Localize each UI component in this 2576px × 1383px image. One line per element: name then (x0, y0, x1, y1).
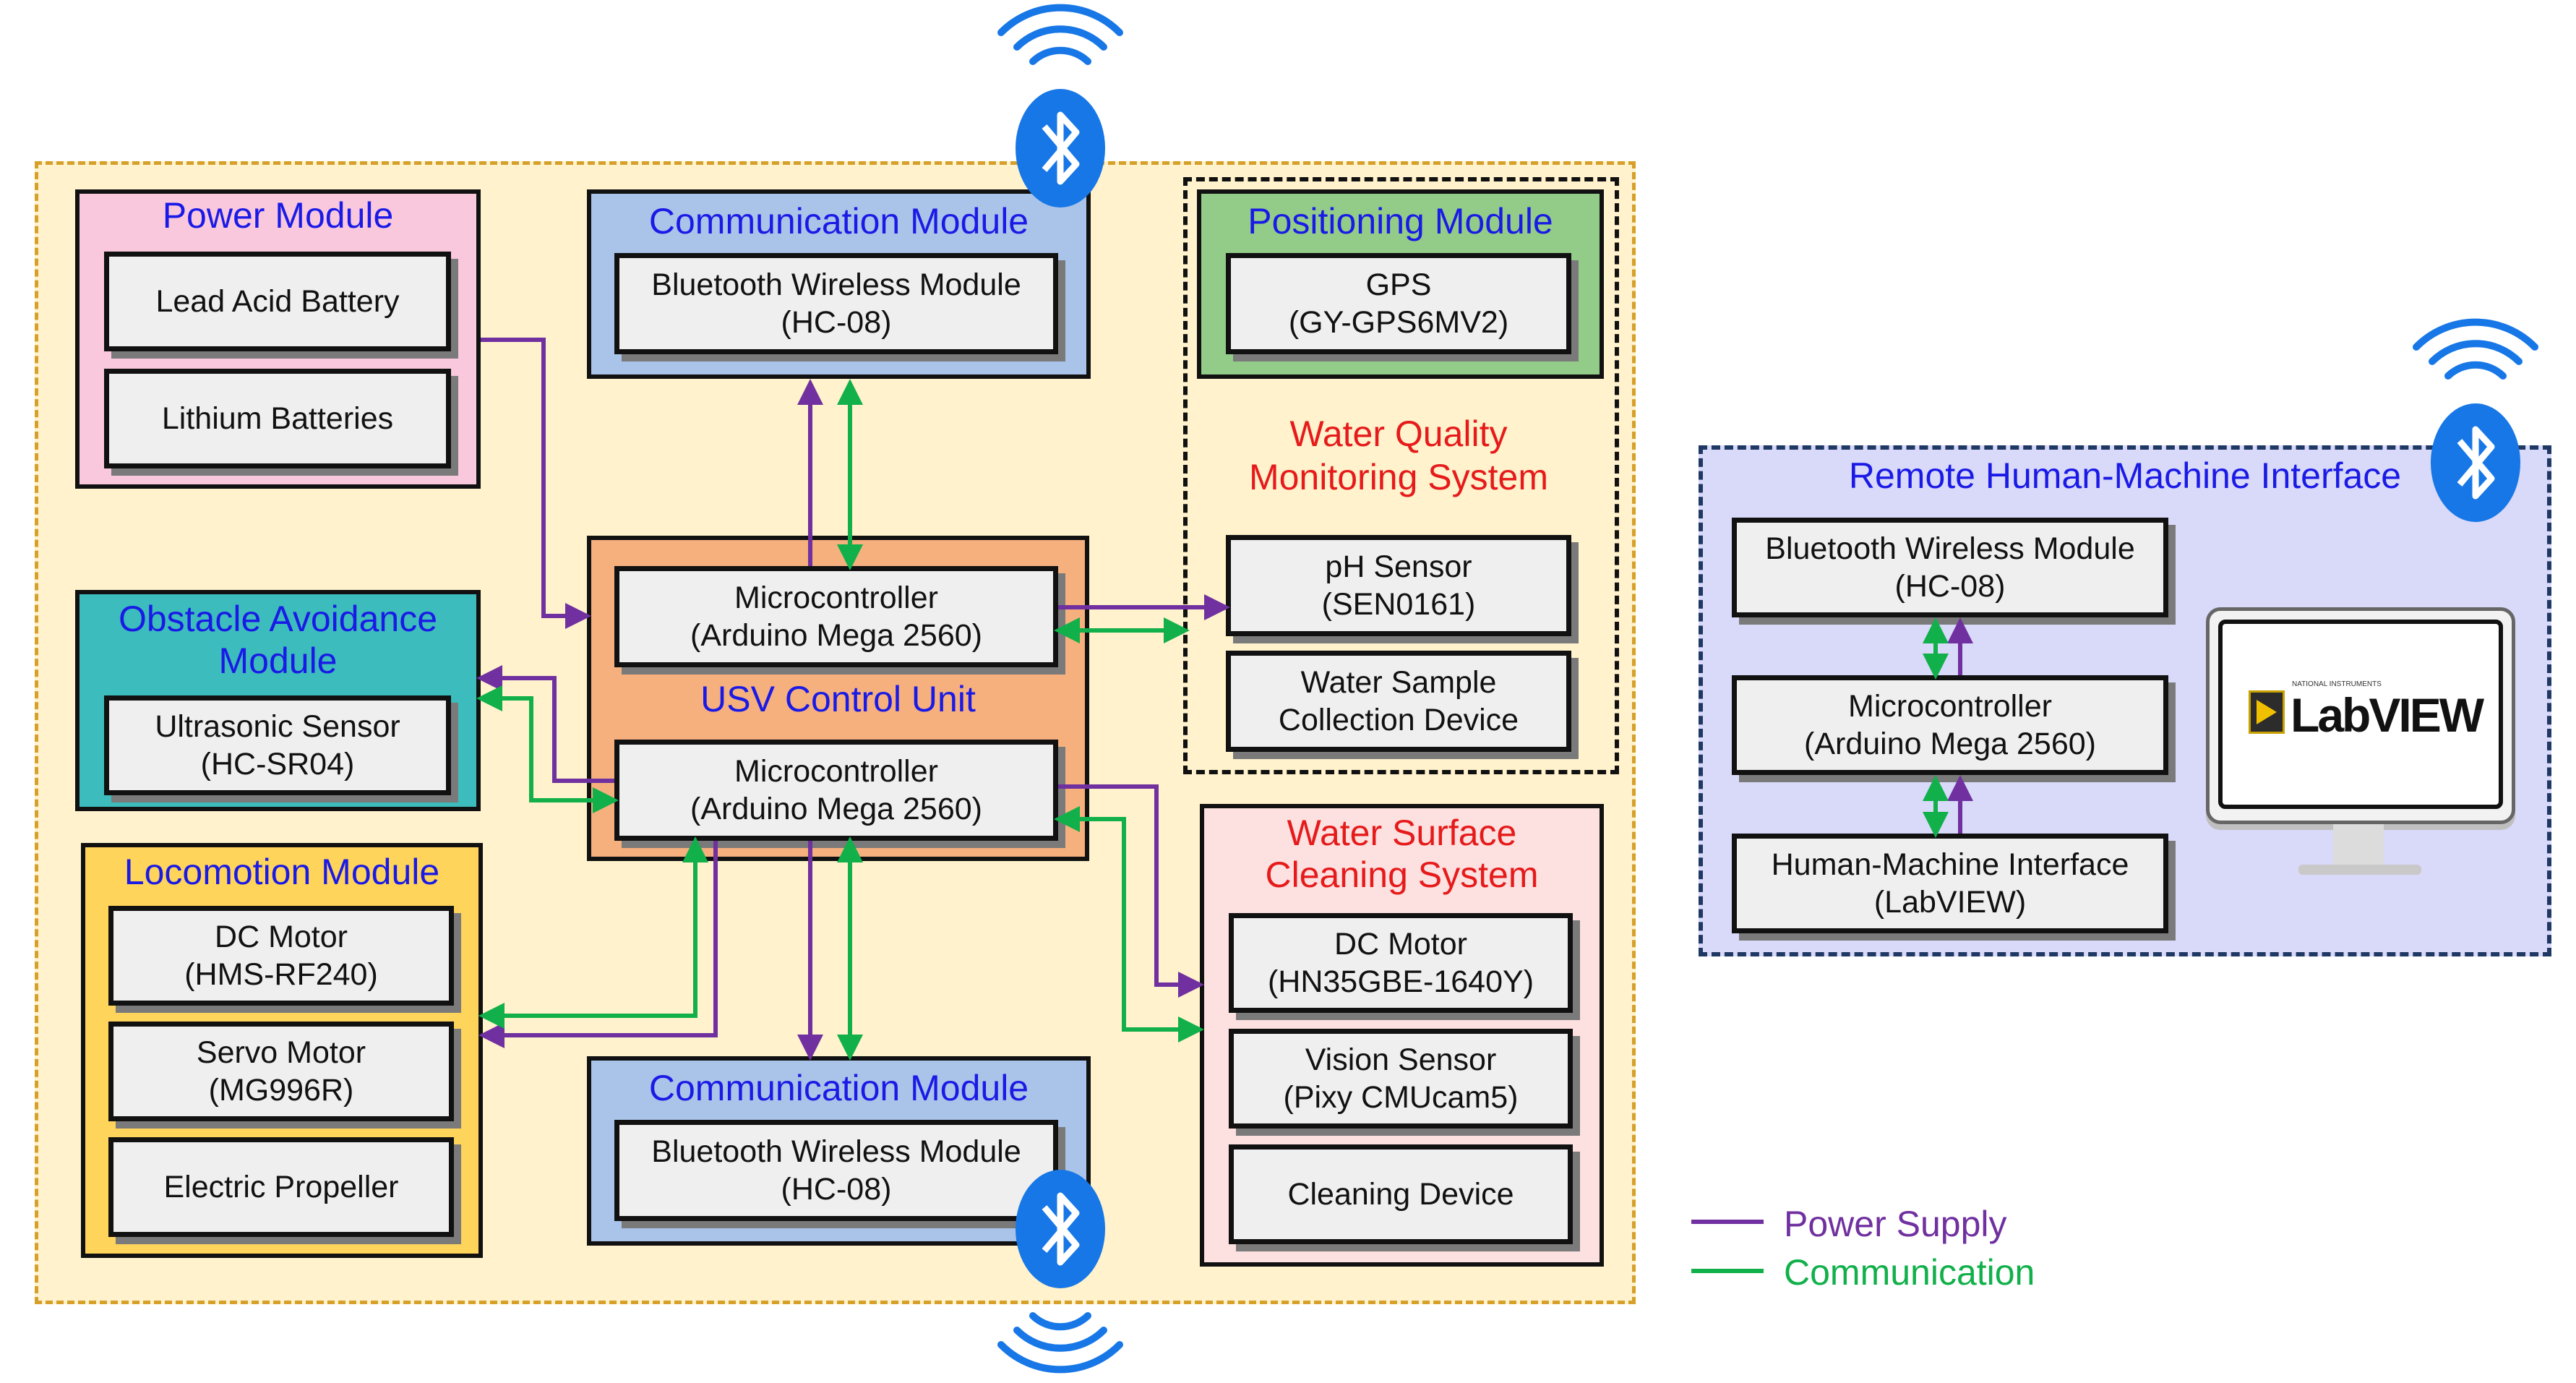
remote-hmi-line2: (LabVIEW) (1873, 885, 2027, 920)
bluetooth-icon-remote (2413, 318, 2538, 522)
vision-sensor-line1: Vision Sensor (1305, 1042, 1497, 1077)
vision-sensor-box: Vision Sensor (Pixy CMUcam5) (1229, 1029, 1573, 1129)
positioning-water-quality-region (1183, 177, 1619, 774)
dc-motor-loco-line1: DC Motor (215, 920, 348, 954)
gps-line1: GPS (1365, 267, 1432, 302)
comm-top-title: Communication Module (648, 201, 1029, 241)
lithium-batteries-box: Lithium Batteries (104, 369, 451, 468)
positioning-title: Positioning Module (1248, 201, 1553, 241)
microcontroller-lower-box: Microcontroller (Arduino Mega 2560) (614, 740, 1058, 841)
bluetooth-module-bottom-line1: Bluetooth Wireless Module (651, 1134, 1021, 1169)
bluetooth-icon-top (997, 4, 1123, 207)
dc-motor-clean-line2: (HN35GBE-1640Y) (1267, 964, 1534, 999)
labview-arrow-icon (2257, 700, 2277, 724)
electric-propeller-label: Electric Propeller (163, 1170, 399, 1204)
labview-logo (2249, 690, 2285, 734)
dc-motor-loco-line2: (HMS-RF240) (184, 957, 378, 992)
monitor-base (2298, 865, 2421, 875)
water-sample-line2: Collection Device (1278, 703, 1519, 737)
remote-bluetooth-box: Bluetooth Wireless Module (HC-08) (1732, 518, 2168, 617)
power-line-mcu-to-ultrasonic (476, 665, 614, 783)
power-supply-lines (476, 338, 1973, 1224)
microcontroller-upper-line2: (Arduino Mega 2560) (690, 618, 982, 653)
bluetooth-module-bottom-box: Bluetooth Wireless Module (HC-08) (614, 1120, 1058, 1221)
remote-bluetooth-line1: Bluetooth Wireless Module (1765, 531, 2135, 566)
lead-acid-battery-label: Lead Acid Battery (155, 284, 400, 319)
remote-microcontroller-box: Microcontroller (Arduino Mega 2560) (1732, 675, 2168, 775)
ph-sensor-line1: pH Sensor (1325, 549, 1472, 584)
gps-box: GPS (GY-GPS6MV2) (1226, 253, 1571, 354)
microcontroller-upper-line1: Microcontroller (734, 581, 938, 615)
bluetooth-module-top-line1: Bluetooth Wireless Module (651, 267, 1021, 302)
bluetooth-icon-bottom (997, 1170, 1123, 1374)
comm-line-mcu-ultrasonic (476, 685, 619, 813)
wifi-signal-icon (997, 4, 1123, 65)
comm-bottom-title: Communication Module (648, 1068, 1029, 1108)
ultrasonic-sensor-box: Ultrasonic Sensor (HC-SR04) (104, 695, 451, 795)
wifi-signal-icon (997, 1312, 1123, 1374)
water-quality-title-line2: Monitoring System (1248, 457, 1549, 497)
power-line-mcu-to-dc-clean (1058, 784, 1204, 998)
lead-acid-battery-box: Lead Acid Battery (104, 252, 451, 351)
water-sample-box: Water Sample Collection Device (1226, 651, 1571, 752)
electric-propeller-box: Electric Propeller (108, 1137, 454, 1237)
bluetooth-module-bottom-line2: (HC-08) (781, 1172, 892, 1207)
microcontroller-lower-line2: (Arduino Mega 2560) (690, 792, 982, 826)
cleaning-title-line2: Cleaning System (1265, 855, 1539, 895)
remote-hmi-box: Human-Machine Interface (LabVIEW) (1732, 834, 2168, 933)
remote-microcontroller-line1: Microcontroller (1848, 689, 2052, 724)
remote-hmi-title: Remote Human-Machine Interface (1848, 455, 2402, 496)
servo-motor-box: Servo Motor (MG996R) (108, 1022, 454, 1121)
cleaning-title-line1: Water Surface (1287, 813, 1517, 853)
water-quality-title-line1: Water Quality (1289, 414, 1508, 454)
cleaning-device-label: Cleaning Device (1287, 1177, 1514, 1212)
cleaning-device-box: Cleaning Device (1229, 1144, 1573, 1244)
ph-sensor-box: pH Sensor (SEN0161) (1226, 535, 1571, 636)
dc-motor-loco-box: DC Motor (HMS-RF240) (108, 906, 454, 1006)
dc-motor-clean-line1: DC Motor (1334, 927, 1467, 962)
bluetooth-module-top-box: Bluetooth Wireless Module (HC-08) (614, 253, 1058, 354)
water-sample-line1: Water Sample (1300, 665, 1497, 700)
ultrasonic-sensor-line2: (HC-SR04) (200, 747, 355, 782)
microcontroller-lower-line1: Microcontroller (734, 754, 938, 789)
ph-sensor-line2: (SEN0161) (1321, 587, 1476, 622)
remote-hmi-line1: Human-Machine Interface (1771, 847, 2129, 882)
vision-sensor-line2: (Pixy CMUcam5) (1283, 1080, 1519, 1115)
monitor-icon: NATIONAL INSTRUMENTS LabVIEW (2206, 607, 2515, 824)
communication-lines (476, 379, 1949, 1273)
gps-line2: (GY-GPS6MV2) (1288, 305, 1509, 340)
usv-control-title: USV Control Unit (700, 679, 976, 719)
comm-line-mcu-dc-loco (478, 836, 708, 1029)
obstacle-title-line1: Obstacle Avoidance (118, 599, 438, 639)
legend-power-label: Power Supply (1784, 1204, 2007, 1244)
ultrasonic-sensor-line1: Ultrasonic Sensor (155, 709, 400, 744)
power-module-title: Power Module (162, 195, 394, 236)
remote-bluetooth-line2: (HC-08) (1894, 569, 2006, 604)
dc-motor-clean-box: DC Motor (HN35GBE-1640Y) (1229, 913, 1573, 1013)
servo-motor-line2: (MG996R) (208, 1073, 354, 1108)
microcontroller-upper-box: Microcontroller (Arduino Mega 2560) (614, 566, 1058, 667)
legend-comm-label: Communication (1784, 1252, 2035, 1293)
power-line-battery-to-mcu (481, 338, 591, 629)
labview-logo-text: LabVIEW (2291, 688, 2484, 742)
monitor-neck (2333, 824, 2384, 868)
water-quality-title: Water Quality Monitoring System (1193, 412, 1605, 499)
obstacle-title-line2: Module (218, 641, 338, 681)
wifi-signal-icon (2413, 318, 2538, 380)
lithium-batteries-label: Lithium Batteries (161, 401, 394, 436)
locomotion-title: Locomotion Module (124, 852, 440, 892)
bluetooth-module-top-line2: (HC-08) (781, 305, 892, 340)
power-line-mcu-to-servo (478, 841, 718, 1048)
remote-microcontroller-line2: (Arduino Mega 2560) (1804, 727, 2096, 761)
servo-motor-line1: Servo Motor (196, 1035, 366, 1070)
labview-small-text: NATIONAL INSTRUMENTS (2292, 680, 2382, 688)
monitor-screen: NATIONAL INSTRUMENTS LabVIEW (2218, 620, 2503, 809)
comm-line-mcu-vision (1054, 806, 1204, 1042)
